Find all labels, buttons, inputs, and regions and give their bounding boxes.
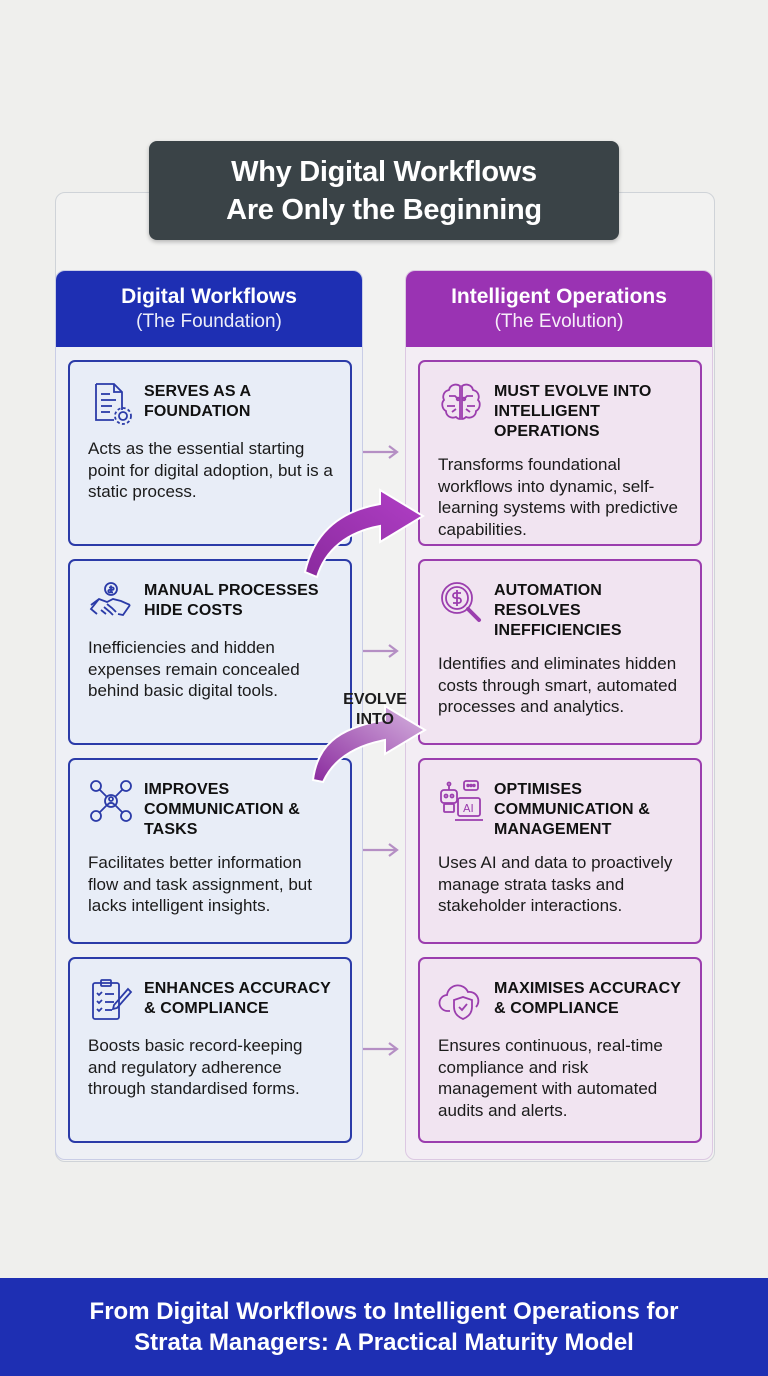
- card-title: IMPROVES COMMUNICATION & TASKS: [144, 781, 300, 838]
- footer-banner: From Digital Workflows to Intelligent Op…: [0, 1278, 768, 1376]
- cloud-shield-icon: [438, 984, 480, 1020]
- magnifier-dollar-icon: [441, 582, 481, 622]
- card-optimises-communication: AI OPTIMISES COMMUNICATION & MANAGEMENT …: [418, 758, 702, 944]
- page-title: Why Digital Workflows Are Only the Begin…: [149, 141, 619, 240]
- card-title: MUST EVOLVE INTO INTELLIGENT OPERATIONS: [494, 383, 652, 440]
- connector-arrow-icon: [363, 1042, 399, 1056]
- card-description: Ensures continuous, real-time compliance…: [438, 1036, 663, 1120]
- card-title: MANUAL PROCESSES HIDE COSTS: [144, 582, 319, 619]
- card-description: Uses AI and data to proactively manage s…: [438, 853, 673, 915]
- evolve-into-label: EVOLVE INTO: [343, 691, 407, 728]
- document-gear-icon: [95, 383, 132, 425]
- page-title-text: Why Digital Workflows Are Only the Begin…: [226, 155, 542, 226]
- checklist-pen-icon: [92, 979, 133, 1020]
- connector-arrow-icon: [363, 445, 399, 459]
- handshake-coin-icon: [89, 582, 131, 616]
- network-people-icon: [90, 780, 132, 822]
- card-title: SERVES AS A FOUNDATION: [144, 383, 251, 420]
- brain-circuit-icon: [441, 383, 481, 420]
- card-description: Inefficiencies and hidden expenses remai…: [88, 638, 300, 700]
- column-title: Digital Workflows: [121, 285, 297, 308]
- card-title: ENHANCES ACCURACY & COMPLIANCE: [144, 980, 331, 1017]
- intelligent-operations-column: Intelligent Operations (The Evolution) M…: [405, 270, 713, 1160]
- card-description: Acts as the essential starting point for…: [88, 439, 333, 501]
- robot-ai-icon: AI: [440, 780, 483, 821]
- card-description: Identifies and eliminates hidden costs t…: [438, 654, 678, 716]
- card-title: OPTIMISES COMMUNICATION & MANAGEMENT: [494, 781, 650, 838]
- footer-text: From Digital Workflows to Intelligent Op…: [89, 1298, 679, 1356]
- card-title: MAXIMISES ACCURACY & COMPLIANCE: [494, 980, 681, 1017]
- card-description: Facilitates better information flow and …: [88, 853, 312, 915]
- column-title: Intelligent Operations: [451, 285, 667, 308]
- card-enhances-accuracy: ENHANCES ACCURACY & COMPLIANCE Boosts ba…: [68, 957, 352, 1143]
- digital-workflows-header: Digital Workflows (The Foundation): [56, 271, 362, 347]
- intelligent-operations-header: Intelligent Operations (The Evolution): [406, 271, 712, 347]
- digital-workflows-column: Digital Workflows (The Foundation) SERVE…: [55, 270, 363, 1160]
- card-serves-as-foundation: SERVES AS A FOUNDATION Acts as the essen…: [68, 360, 352, 546]
- card-improves-communication: IMPROVES COMMUNICATION & TASKS Facilitat…: [68, 758, 352, 944]
- card-automation-resolves: AUTOMATION RESOLVES INEFFICIENCIES Ident…: [418, 559, 702, 745]
- card-description: Transforms foundational workflows into d…: [438, 455, 678, 539]
- connector-arrow-icon: [363, 644, 399, 658]
- card-must-evolve: MUST EVOLVE INTO INTELLIGENT OPERATIONS …: [418, 360, 702, 546]
- column-subtitle: (The Foundation): [136, 311, 282, 332]
- column-subtitle: (The Evolution): [494, 311, 624, 332]
- card-maximises-accuracy: MAXIMISES ACCURACY & COMPLIANCE Ensures …: [418, 957, 702, 1143]
- connector-arrow-icon: [363, 843, 399, 857]
- card-description: Boosts basic record-keeping and regulato…: [88, 1036, 303, 1098]
- svg-text:AI: AI: [463, 802, 474, 815]
- evolve-arrow-lower-icon: [311, 704, 427, 784]
- evolve-arrow-upper-icon: [303, 488, 425, 579]
- card-title: AUTOMATION RESOLVES INEFFICIENCIES: [494, 582, 622, 639]
- card-manual-processes: MANUAL PROCESSES HIDE COSTS Inefficienci…: [68, 559, 352, 745]
